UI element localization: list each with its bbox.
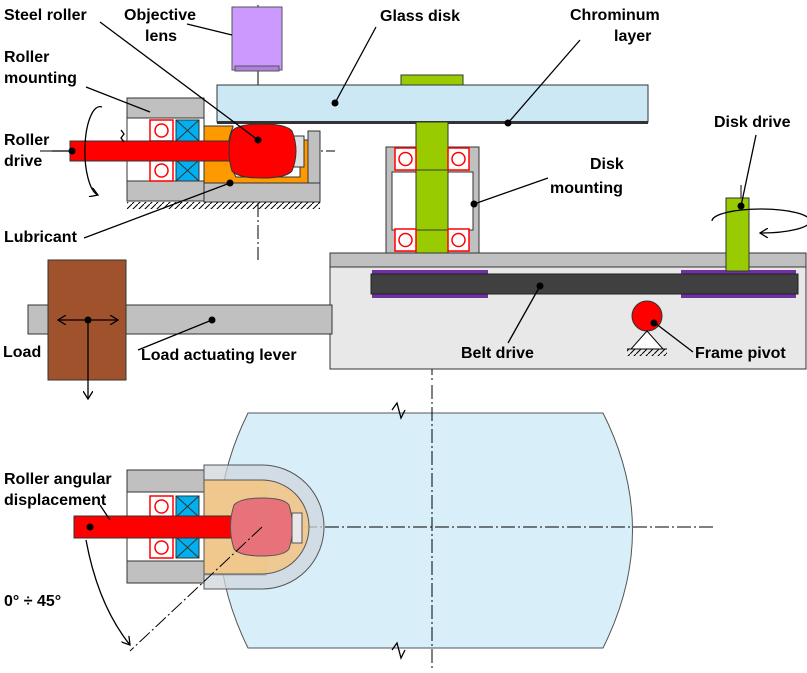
glass-disk — [216, 84, 649, 123]
roller-end-cap-lower — [291, 512, 303, 544]
label-chrominum-layer-1: Chrominum — [570, 7, 660, 24]
belt-drive — [370, 273, 799, 295]
frame-pivot — [627, 300, 667, 356]
base-hatching — [127, 202, 320, 209]
label-objective-lens-1: Objective — [124, 7, 196, 24]
break-mark-bottom — [391, 641, 406, 660]
label-roller-mounting-1: Roller — [4, 49, 49, 66]
roller-drive-shaft-lower — [73, 515, 245, 539]
roller-drive-rotation-arrow — [84, 105, 103, 195]
label-objective-lens-2: lens — [145, 28, 177, 45]
label-angle-range: 0° ÷ 45° — [4, 593, 61, 610]
label-chrominum-layer-2: layer — [614, 28, 651, 45]
label-roller-drive-1: Roller — [4, 132, 49, 149]
label-load: Load — [3, 344, 41, 361]
disk-bearings — [394, 147, 470, 252]
frame-top-plate — [329, 252, 807, 268]
spring-symbol — [120, 129, 125, 143]
label-frame-pivot: Frame pivot — [695, 345, 786, 362]
label-roller-mounting-2: mounting — [4, 70, 77, 87]
label-glass-disk: Glass disk — [380, 8, 460, 25]
label-roller-angular-displacement-1: Roller angular — [4, 471, 112, 488]
roller-drive-shaft — [69, 140, 237, 162]
label-roller-angular-displacement-2: displacement — [4, 492, 107, 509]
disk-shaft — [415, 121, 449, 279]
label-disk-drive: Disk drive — [714, 114, 791, 131]
steel-roller — [228, 123, 297, 179]
label-lubricant: Lubricant — [4, 229, 78, 246]
roller-bearings-lower — [149, 495, 200, 559]
objective-lens — [231, 6, 283, 71]
label-disk-mounting-1: Disk — [590, 156, 624, 173]
disk-drive-shaft — [725, 197, 750, 272]
angular-displacement-arrow — [85, 539, 130, 645]
leader-lines — [52, 21, 757, 521]
roller-axis-line-lower — [129, 526, 263, 652]
disk-drive-rotation-arrow — [711, 208, 807, 233]
label-steel-roller: Steel roller — [4, 7, 87, 24]
label-load-actuating-lever: Load actuating lever — [141, 347, 297, 364]
label-roller-drive-2: drive — [4, 153, 42, 170]
break-mark-top — [391, 401, 406, 420]
label-belt-drive: Belt drive — [461, 345, 534, 362]
objective-lens-tip — [234, 65, 280, 72]
label-disk-mounting-2: mounting — [550, 180, 623, 197]
